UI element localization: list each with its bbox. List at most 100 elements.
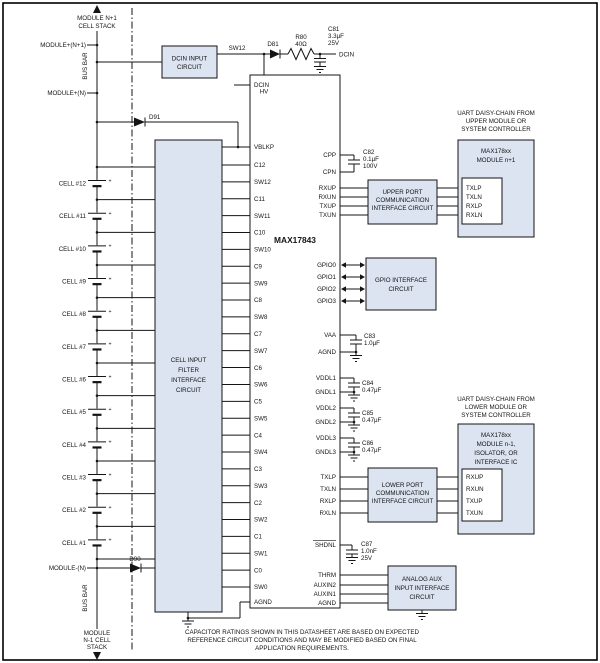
ic-right-pin-label: GNDL1 <box>315 389 336 396</box>
arrow-left-icon <box>341 298 346 304</box>
ic-right-pin-label: VDDL3 <box>316 435 337 442</box>
c81-label: C81 <box>328 26 340 33</box>
cell-filter-label: CIRCUIT <box>176 387 201 394</box>
analog-aux-label: ANALOG AUX <box>402 576 442 583</box>
bus-arrow-down <box>93 652 101 660</box>
ic-left-pin-label: SW8 <box>254 314 268 321</box>
ic-right-pin-label: RXLP <box>320 498 336 505</box>
ic-left-pin-label: VBLKP <box>254 144 274 151</box>
ic-right-pin-label: GPIO3 <box>317 298 336 305</box>
max17843-label: MAX17843 <box>274 235 316 245</box>
module-stack-bottom-label: N-1 CELL <box>83 637 111 644</box>
ic-right-pin-label: SHDNL <box>315 542 337 549</box>
ic-left-pin-label: SW5 <box>254 415 268 422</box>
lower-module-pin: RXUN <box>466 486 484 493</box>
lower-port-label: INTERFACE CIRCUIT <box>372 498 434 505</box>
junction-dot <box>95 91 99 95</box>
ic-right-pin-label: AUXIN2 <box>314 582 337 589</box>
ic-right-pin-label: RXLN <box>319 510 336 517</box>
junction-dot <box>95 394 99 397</box>
lower-module-pinbox <box>461 468 503 522</box>
c83-capacitor: C83 1.0μF <box>350 333 380 362</box>
gpio-block <box>365 257 437 311</box>
d81-label: D81 <box>267 41 279 48</box>
uart-upper-note: UART DAISY-CHAIN FROM <box>457 110 535 117</box>
ic-right-pin-label: TXUP <box>319 203 336 210</box>
module-plus-n-label: MODULE+(N) <box>47 90 86 97</box>
uart-upper-note: SYSTEM CONTROLLER <box>461 126 531 133</box>
ic-left-pin-label: C5 <box>254 399 262 406</box>
module-stack-bottom-label: MODULE <box>84 630 110 637</box>
junction-dot <box>95 329 99 332</box>
arrow-left-icon <box>341 262 346 268</box>
ic-left-pin-label: SW1 <box>254 550 268 557</box>
d90-diode: D90 <box>97 556 155 573</box>
ic-right-pin-label: TXUN <box>319 212 336 219</box>
ic-right-pin-label: CPN <box>323 169 336 176</box>
upper-module-pinbox <box>461 177 503 225</box>
cell-label: CELL #8 <box>62 311 86 318</box>
ic-right-pin-label: RXUN <box>318 194 336 201</box>
gpio-label: CIRCUIT <box>388 286 413 293</box>
battery-plus: + <box>109 374 112 380</box>
lower-module-title: MODULE n-1, <box>477 441 516 448</box>
dcin-net-label: DCIN <box>339 52 354 59</box>
lower-port-label: LOWER PORT <box>382 482 424 489</box>
uart-lower-note: SYSTEM CONTROLLER <box>461 412 531 419</box>
module-stack-top-label: CELL STACK <box>78 23 116 30</box>
ic-left-pin-label: C7 <box>254 331 262 338</box>
cell-label: CELL #10 <box>59 246 87 253</box>
c85-label: C85 <box>362 410 374 417</box>
footnote: APPLICATION REQUIREMENTS. <box>255 645 349 652</box>
cell-label: CELL #9 <box>62 279 86 286</box>
battery-plus: + <box>109 178 112 184</box>
lower-module-pin: RXUP <box>466 474 483 481</box>
arrow-right-icon <box>360 298 365 304</box>
box <box>94 343 100 351</box>
module-plus-n1-label: MODULE+(N+1) <box>40 42 86 49</box>
battery-plus: + <box>109 505 112 511</box>
c87-label: C87 <box>361 541 373 548</box>
c87-rating: 25V <box>361 555 373 562</box>
r80-label: R80 <box>295 34 307 41</box>
ic-right-pin-label: GPIO1 <box>317 274 336 281</box>
r80-value: 40Ω <box>295 41 307 48</box>
ic-left-pin-label: C10 <box>254 230 266 237</box>
ic-right-pin-label: AGND <box>318 600 336 607</box>
upper-module-title: MAX178xx <box>481 148 512 155</box>
ic-right-pin-label: CPP <box>323 152 336 159</box>
cell-label: CELL #6 <box>62 377 86 384</box>
d91-diode: D91 <box>95 114 240 149</box>
lower-module-pin: TXUP <box>466 498 483 505</box>
hv-pin-label: HV <box>260 89 269 96</box>
upper-port-label: UPPER PORT <box>382 189 422 196</box>
ic-right-pin-label: VAA <box>324 332 337 339</box>
box <box>94 506 100 514</box>
box <box>94 441 100 449</box>
ic-right-pin-label: AGND <box>318 349 336 356</box>
agnd-ground-left <box>182 601 250 628</box>
module-stack-bottom-label: STACK <box>87 644 108 651</box>
c84-label: C84 <box>362 380 374 387</box>
cell-label: CELL #3 <box>62 475 86 482</box>
footnote: CAPACITOR RATINGS SHOWN IN THIS DATASHEE… <box>185 629 420 636</box>
d81-diode <box>270 49 280 59</box>
ic-right-pin-label: VDDL2 <box>316 405 337 412</box>
c82-label: C82 <box>363 149 375 156</box>
ic-left-pins: DCINVBLKPC12SW12C11SW11C10SW10C9SW9C8SW8… <box>222 82 274 606</box>
dcin-input-circuit-label: CIRCUIT <box>177 64 202 71</box>
box <box>94 539 100 547</box>
ic-left-pin-label: SW6 <box>254 382 268 389</box>
bus-bar-top-label: BUS BAR <box>82 52 89 80</box>
ic-left-pin-label: C12 <box>254 162 266 169</box>
c82-capacitor: C82 0.1μF 100V <box>348 149 379 172</box>
battery-plus: + <box>109 472 112 478</box>
ic-right-pin-label: THRM <box>318 572 336 579</box>
c82-value: 0.1μF <box>363 156 379 163</box>
c86-label: C86 <box>362 440 374 447</box>
box <box>94 277 100 285</box>
junction-dot <box>95 459 99 463</box>
analog-aux-label: CIRCUIT <box>409 594 434 601</box>
junction-dot <box>95 525 99 528</box>
cell-label: CELL #2 <box>62 507 86 514</box>
